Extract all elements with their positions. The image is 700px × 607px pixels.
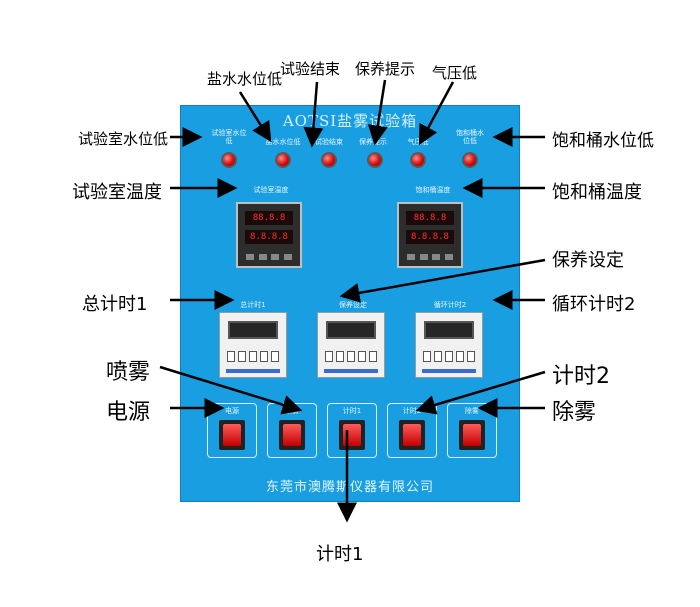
callout-defog: 除雾: [552, 400, 597, 425]
callout-saturator-temperature: 饱和桶温度: [552, 182, 642, 203]
switch-label-defog: 除雾: [465, 407, 479, 415]
callout-saturator-water-low: 饱和桶水位低: [552, 131, 654, 151]
callout-air-pressure-low: 气压低: [432, 64, 478, 82]
callout-spray: 喷雾: [106, 360, 151, 385]
chamber-temp-display: 88.8.8: [245, 211, 293, 225]
power-rocker-switch[interactable]: [219, 420, 245, 450]
switch-label-timer1: 计时1: [342, 407, 362, 415]
timer-display: [228, 321, 278, 339]
timer-label-total-1: 总计时1: [240, 301, 266, 309]
timer-display: [424, 321, 474, 339]
spray-rocker-switch[interactable]: [279, 420, 305, 450]
indicator-lamp-maintenance: [367, 152, 383, 168]
timer-display: [326, 321, 376, 339]
callout-chamber-temperature: 试验室温度: [72, 182, 162, 203]
timer-keys[interactable]: [227, 351, 279, 362]
lamp-label-test-end: 试验结束: [315, 138, 343, 146]
defog-switch-box[interactable]: 除雾: [447, 403, 497, 458]
control-panel: AOTSI盐雾试验箱 试验室水位低 盐水水位低 试验结束 保养提示 气压低 饱和…: [180, 105, 520, 502]
lamp-label-brine-water-low: 盐水水位低: [265, 138, 301, 146]
indicator-lamp-test-end: [321, 152, 337, 168]
timer-label-maintenance-set: 保养设定: [339, 301, 367, 309]
total-timer-1[interactable]: [219, 312, 287, 378]
saturator-temp-display: 88.8.8: [406, 211, 454, 225]
cycle-timer-2[interactable]: [415, 312, 483, 378]
callout-timer-1: 计时1: [316, 544, 364, 565]
callout-maintenance-reminder: 保养提示: [355, 60, 416, 78]
timer2-rocker-switch[interactable]: [399, 420, 425, 450]
meter-label-chamber-temp: 试验室温度: [253, 186, 289, 194]
chamber-controller-buttons[interactable]: [246, 254, 292, 260]
lamp-label-chamber-water-low: 试验室水位低: [211, 129, 247, 145]
switch-label-power: 电源: [225, 407, 239, 415]
saturator-controller-buttons[interactable]: [407, 254, 453, 260]
company-name: 东莞市澳腾斯仪器有限公司: [265, 480, 434, 495]
callout-brine-water-low: 盐水水位低: [207, 70, 283, 88]
indicator-lamp-air-pressure-low: [410, 152, 426, 168]
chamber-temperature-controller[interactable]: 88.8.8 8.8.8.8: [236, 202, 302, 268]
indicator-lamp-brine-water-low: [275, 152, 291, 168]
callout-chamber-water-low: 试验室水位低: [78, 130, 169, 148]
callout-test-end: 试验结束: [280, 60, 341, 78]
defog-rocker-switch[interactable]: [459, 420, 485, 450]
timer2-switch-box[interactable]: 计时2: [387, 403, 437, 458]
timer-keys[interactable]: [423, 351, 475, 362]
timer1-switch-box[interactable]: 计时1: [327, 403, 377, 458]
power-switch-box[interactable]: 电源: [207, 403, 257, 458]
callout-power: 电源: [106, 400, 151, 425]
callout-timer-2: 计时2: [552, 364, 610, 389]
indicator-lamp-chamber-water-low: [221, 152, 237, 168]
switch-label-timer2: 计时2: [402, 407, 422, 415]
timer1-rocker-switch[interactable]: [339, 420, 365, 450]
timer-label-cycle-2: 循环计时2: [433, 301, 467, 309]
timer-keys[interactable]: [325, 351, 377, 362]
callout-maintenance-setting: 保养设定: [552, 250, 624, 271]
lamp-label-saturator-water-low: 饱和桶水位低: [456, 129, 484, 145]
lamp-label-air-pressure-low: 气压低: [407, 138, 429, 146]
saturator-temp-setpoint-display: 8.8.8.8: [406, 230, 454, 244]
indicator-lamp-saturator-water-low: [462, 152, 478, 168]
callout-cycle-timer-2: 循环计时2: [552, 294, 636, 315]
chamber-temp-setpoint-display: 8.8.8.8: [245, 230, 293, 244]
callout-total-timer-1: 总计时1: [82, 294, 148, 315]
meter-label-saturator-temp: 饱和桶温度: [415, 186, 451, 194]
saturator-temperature-controller[interactable]: 88.8.8 8.8.8.8: [397, 202, 463, 268]
maintenance-timer[interactable]: [317, 312, 385, 378]
